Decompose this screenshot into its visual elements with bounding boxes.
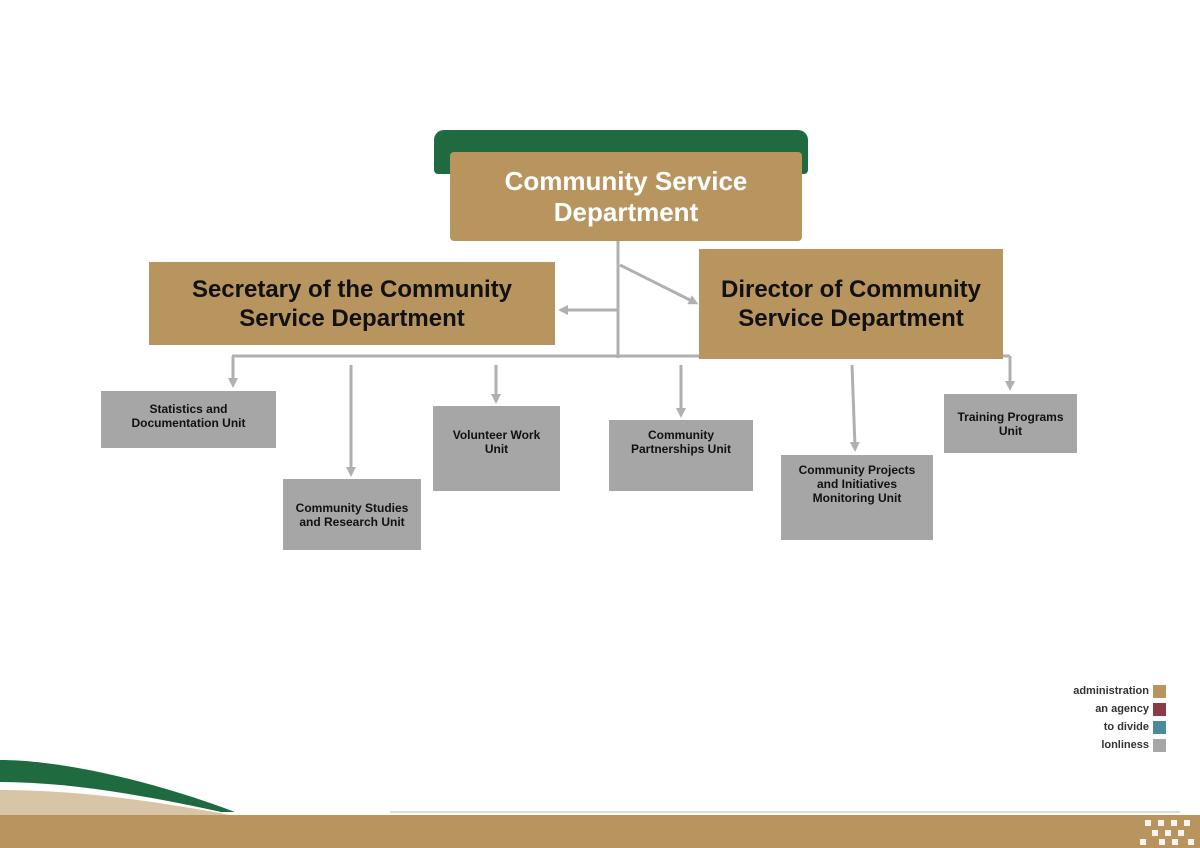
unit-box-volunteer: Volunteer Work Unit — [433, 406, 560, 491]
unit-box-projects: Community Projects and Initiatives Monit… — [781, 455, 933, 540]
director-box: Director of Community Service Department — [699, 249, 1003, 359]
connector-to-director — [619, 263, 699, 305]
legend-item: lonliness — [1073, 736, 1166, 754]
legend-swatch — [1153, 702, 1166, 716]
unit-box-statistics: Statistics and Documentation Unit — [101, 391, 276, 448]
legend-label: lonliness — [1101, 739, 1149, 751]
unit-label: Statistics and Documentation Unit — [131, 402, 246, 430]
unit-label: Community Studies and Research Unit — [295, 501, 409, 529]
unit-box-studies: Community Studies and Research Unit — [283, 479, 421, 550]
secretary-title: Secretary of the Community Service Depar… — [191, 275, 513, 332]
unit-label: Community Partnerships Unit — [630, 428, 732, 456]
legend-item: administration — [1073, 682, 1166, 700]
legend-item: an agency — [1073, 700, 1166, 718]
legend-label: administration — [1073, 685, 1149, 697]
head-box: Community Service Department — [450, 152, 802, 241]
legend-label: an agency — [1095, 703, 1149, 715]
unit-label: Volunteer Work Unit — [452, 428, 541, 456]
secretary-box: Secretary of the Community Service Depar… — [149, 262, 555, 345]
unit-box-training: Training Programs Unit — [944, 394, 1077, 453]
legend-item: to divide — [1073, 718, 1166, 736]
unit-label: Training Programs Unit — [957, 410, 1064, 438]
legend-swatch — [1153, 738, 1166, 752]
legend-swatch — [1153, 720, 1166, 734]
director-title: Director of Community Service Department — [720, 276, 981, 332]
unit-box-partnerships: Community Partnerships Unit — [609, 420, 753, 491]
connector-unit-5 — [849, 364, 860, 452]
head-title: Community Service Department — [504, 165, 748, 227]
unit-label: Community Projects and Initiatives Monit… — [798, 463, 916, 505]
legend: administration an agency to divide lonli… — [1073, 682, 1166, 754]
legend-swatch — [1153, 684, 1166, 698]
legend-label: to divide — [1103, 721, 1149, 733]
